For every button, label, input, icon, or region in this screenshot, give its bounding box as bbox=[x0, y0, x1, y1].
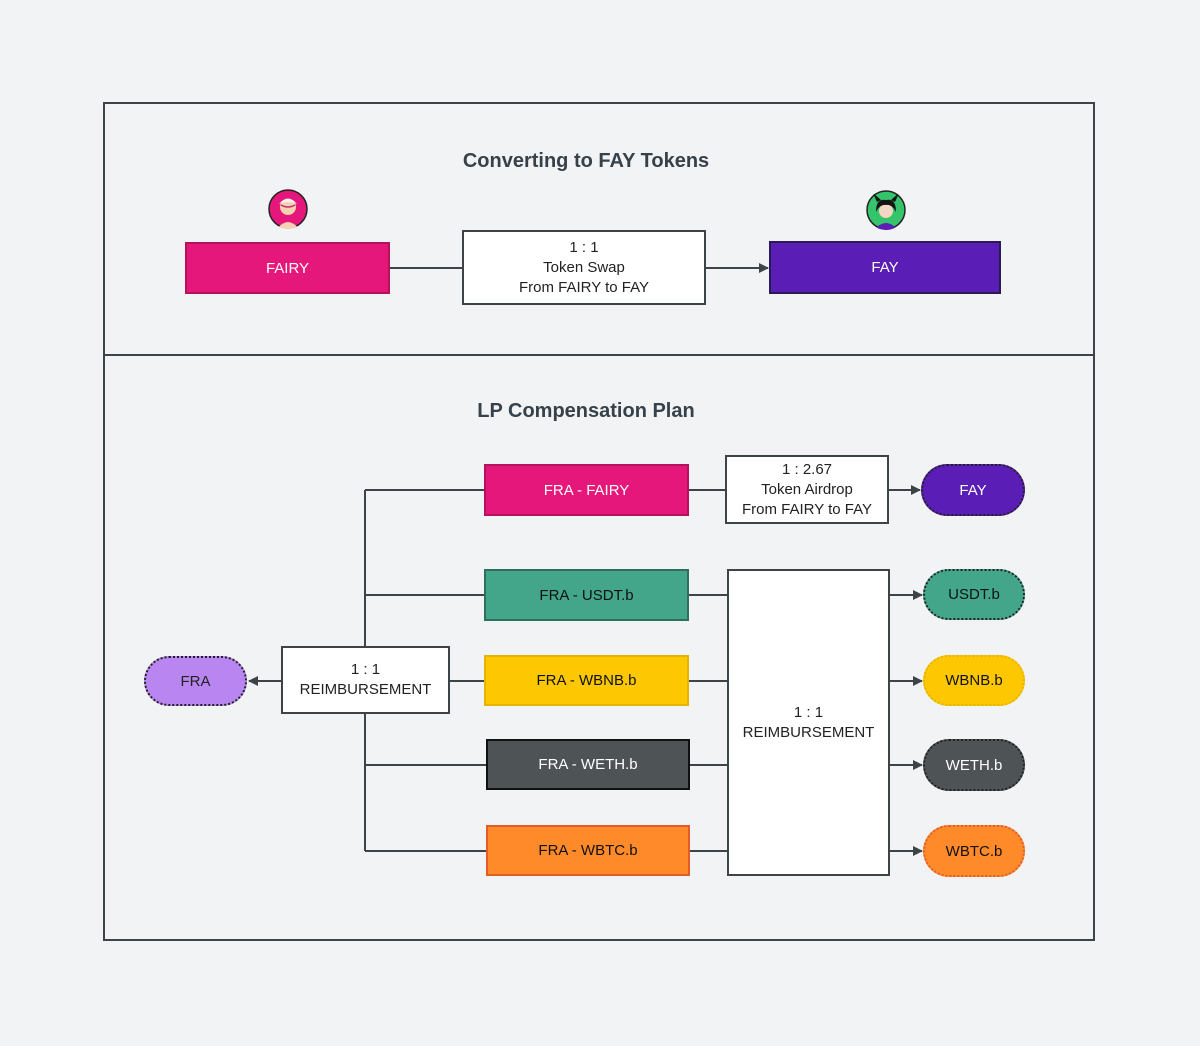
token-airdrop-box: 1 : 2.67 Token Airdrop From FAIRY to FAY bbox=[725, 455, 889, 524]
lp-pair-fra-wbnb: FRA - WBNB.b bbox=[484, 655, 689, 706]
output-pill-wbtc: WBTC.b bbox=[923, 825, 1025, 877]
fra-token-pill: FRA bbox=[144, 656, 247, 706]
section-divider bbox=[103, 354, 1095, 356]
bottom-section-title: LP Compensation Plan bbox=[477, 400, 695, 422]
fay-avatar-icon bbox=[866, 190, 906, 230]
token-airdrop-ratio: 1 : 2.67 bbox=[781, 460, 833, 478]
lp-pair-fra-wbtc: FRA - WBTC.b bbox=[486, 825, 690, 876]
lp-pair-fra-usdt: FRA - USDT.b bbox=[484, 569, 689, 621]
fairy-avatar-icon bbox=[268, 189, 308, 229]
diagram-frame bbox=[103, 102, 1095, 941]
token-swap-label: Token Swap bbox=[543, 258, 625, 276]
output-pill-wbnb: WBNB.b bbox=[923, 655, 1025, 706]
output-pill-usdt: USDT.b bbox=[923, 569, 1025, 620]
reimbursement-right-label: REIMBURSEMENT bbox=[742, 723, 875, 741]
lp-pair-fra-fairy: FRA - FAIRY bbox=[484, 464, 689, 516]
top-section-title: Converting to FAY Tokens bbox=[462, 150, 710, 172]
token-swap-box: 1 : 1 Token Swap From FAIRY to FAY bbox=[462, 230, 706, 305]
reimbursement-left-ratio: 1 : 1 bbox=[350, 661, 381, 678]
output-pill-weth: WETH.b bbox=[923, 739, 1025, 791]
reimbursement-left-box: 1 : 1 REIMBURSEMENT bbox=[281, 646, 450, 714]
token-airdrop-label: Token Airdrop bbox=[761, 480, 853, 498]
token-airdrop-direction: From FAIRY to FAY bbox=[741, 500, 873, 518]
fairy-token-box: FAIRY bbox=[185, 242, 390, 294]
reimbursement-left-label: REIMBURSEMENT bbox=[299, 681, 432, 698]
reimbursement-right-ratio: 1 : 1 bbox=[793, 703, 824, 721]
lp-pair-fra-weth: FRA - WETH.b bbox=[486, 739, 690, 790]
token-swap-ratio: 1 : 1 bbox=[569, 238, 599, 256]
output-pill-fay: FAY bbox=[921, 464, 1025, 516]
token-swap-direction: From FAIRY to FAY bbox=[518, 278, 650, 296]
fay-token-box: FAY bbox=[769, 241, 1001, 294]
reimbursement-right-box: 1 : 1 REIMBURSEMENT bbox=[727, 569, 890, 876]
